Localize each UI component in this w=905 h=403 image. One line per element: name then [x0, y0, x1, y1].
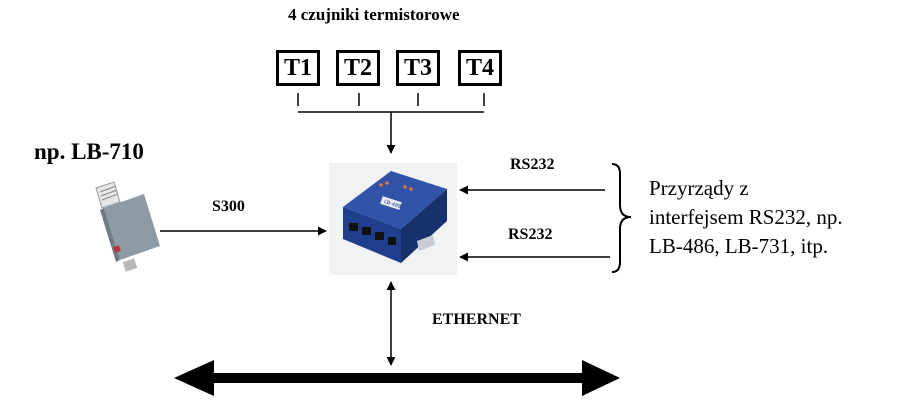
instruments-line-3: LB-486, LB-731, itp. [649, 234, 829, 258]
s300-label: S300 [212, 198, 245, 215]
ethernet-bus [174, 360, 620, 396]
converter-device-picture: LB-488 [329, 163, 457, 275]
instruments-line-2: interfejsem RS232, np. [649, 205, 843, 229]
sensor-t3-box: T3 [396, 50, 440, 86]
svg-text:LB-488: LB-488 [383, 199, 402, 210]
sensor-t1-box: T1 [276, 50, 320, 86]
instruments-line-1: Przyrządy z [649, 176, 749, 200]
sensor-device-picture [95, 181, 160, 272]
rs232-label-top: RS232 [510, 156, 555, 173]
ethernet-label: ETHERNET [432, 311, 521, 328]
instruments-brace [611, 163, 632, 273]
rs232-label-bottom: RS232 [508, 226, 553, 243]
sensor-t2-box: T2 [336, 50, 380, 86]
sensors-title: 4 czujniki termistorowe [288, 5, 460, 24]
instruments-description: Przyrządy z interfejsem RS232, np. LB-48… [649, 174, 843, 261]
device-label: np. LB-710 [34, 139, 144, 164]
sensor-t4-box: T4 [458, 50, 502, 86]
sensor-bus [297, 93, 485, 113]
